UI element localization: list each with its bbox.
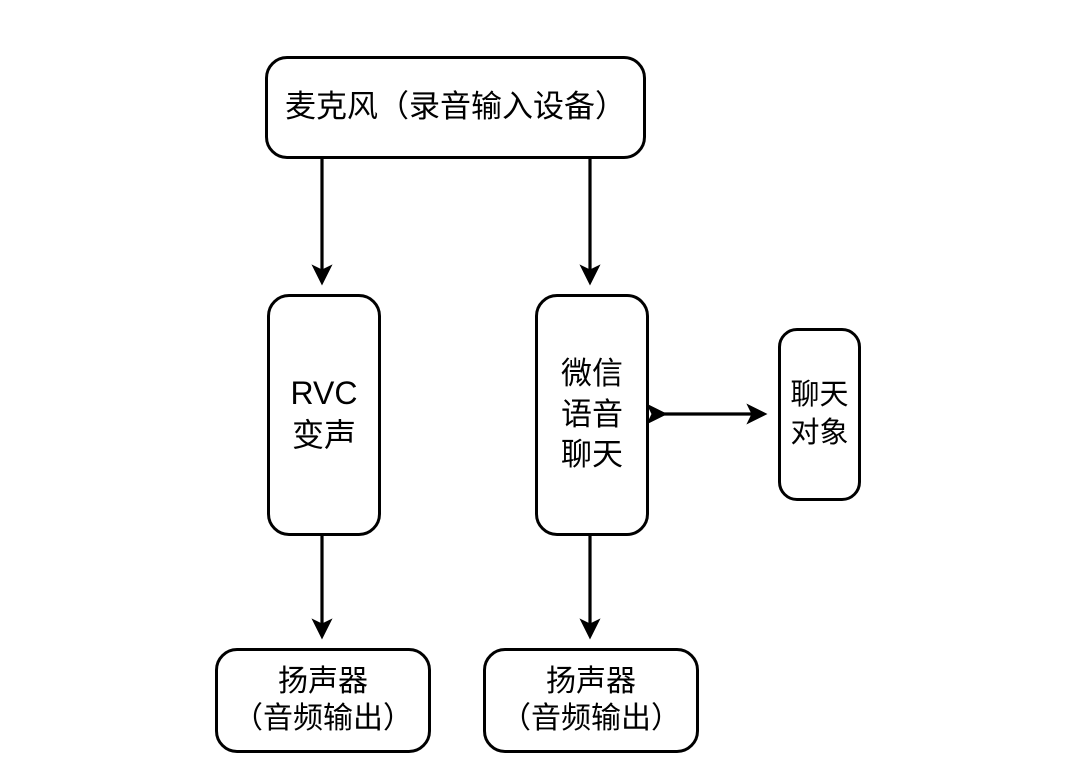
node-chat-partner-label: 聊天 对象 xyxy=(790,378,849,449)
node-wechat-voice-chat-label: 微信 语音 聊天 xyxy=(561,355,623,473)
node-wechat-voice-chat[interactable]: 微信 语音 聊天 xyxy=(535,294,649,536)
node-rvc-label: RVC 变声 xyxy=(290,375,358,453)
node-rvc[interactable]: RVC 变声 xyxy=(267,294,381,536)
node-speaker-wechat-output-label: 扬声器 （音频输出） xyxy=(501,664,681,735)
node-microphone-label: 麦克风（录音输入设备） xyxy=(285,89,626,125)
node-speaker-wechat-output[interactable]: 扬声器 （音频输出） xyxy=(483,648,699,753)
node-chat-partner[interactable]: 聊天 对象 xyxy=(778,328,861,501)
node-speaker-rvc-output[interactable]: 扬声器 （音频输出） xyxy=(215,648,431,753)
node-speaker-rvc-output-label: 扬声器 （音频输出） xyxy=(233,664,413,735)
node-microphone[interactable]: 麦克风（录音输入设备） xyxy=(265,56,646,159)
